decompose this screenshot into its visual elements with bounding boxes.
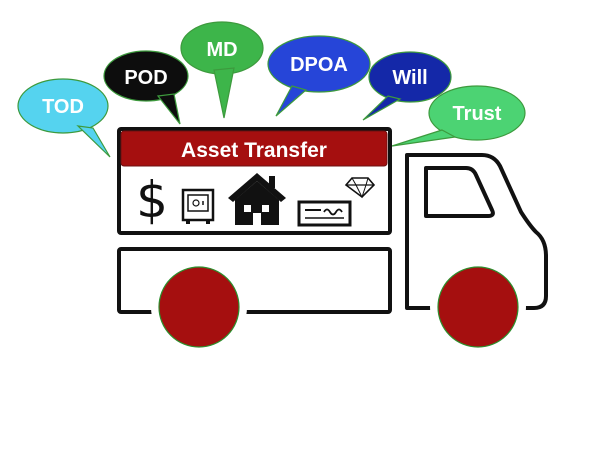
bubble-dpoa-label: DPOA xyxy=(290,54,348,76)
bubble-pod-label: POD xyxy=(124,67,167,89)
bubble-pod-tail xyxy=(156,93,181,125)
bubble-md-label: MD xyxy=(206,39,237,61)
bubble-tod: TOD xyxy=(17,78,111,158)
bubble-will-label: Will xyxy=(392,67,427,89)
bubble-dpoa-shape xyxy=(267,35,371,93)
truck-cab-window xyxy=(424,166,495,218)
bubble-trust: Trust xyxy=(391,85,526,147)
diamond-icon xyxy=(344,177,376,199)
banner-bar xyxy=(120,130,388,167)
safe-icon xyxy=(181,188,215,224)
bubble-tod-tail xyxy=(76,125,111,158)
bubble-dpoa-tail xyxy=(275,85,308,117)
house-icon xyxy=(228,173,286,225)
bubble-tod-label: TOD xyxy=(42,96,84,118)
bubble-trust-tail xyxy=(391,129,457,147)
bubble-md-tail xyxy=(213,67,235,119)
bubble-pod-shape xyxy=(103,50,189,102)
dollar-sign-icon: $ xyxy=(136,171,168,229)
rear-wheel xyxy=(151,259,247,355)
bubble-trust-shape xyxy=(428,85,526,141)
bubble-pod: POD xyxy=(103,50,189,125)
bubble-trust-label: Trust xyxy=(453,103,502,125)
bubble-tod-shape xyxy=(17,78,109,134)
check-icon xyxy=(297,200,352,227)
front-wheel xyxy=(430,259,526,355)
banner-label: Asset Transfer xyxy=(181,139,327,162)
bubble-will-tail xyxy=(362,95,402,121)
bubble-will-shape xyxy=(368,51,452,103)
bubble-dpoa: DPOA xyxy=(267,35,371,117)
bubble-will: Will xyxy=(362,51,452,121)
bubble-md: MD xyxy=(180,21,264,119)
